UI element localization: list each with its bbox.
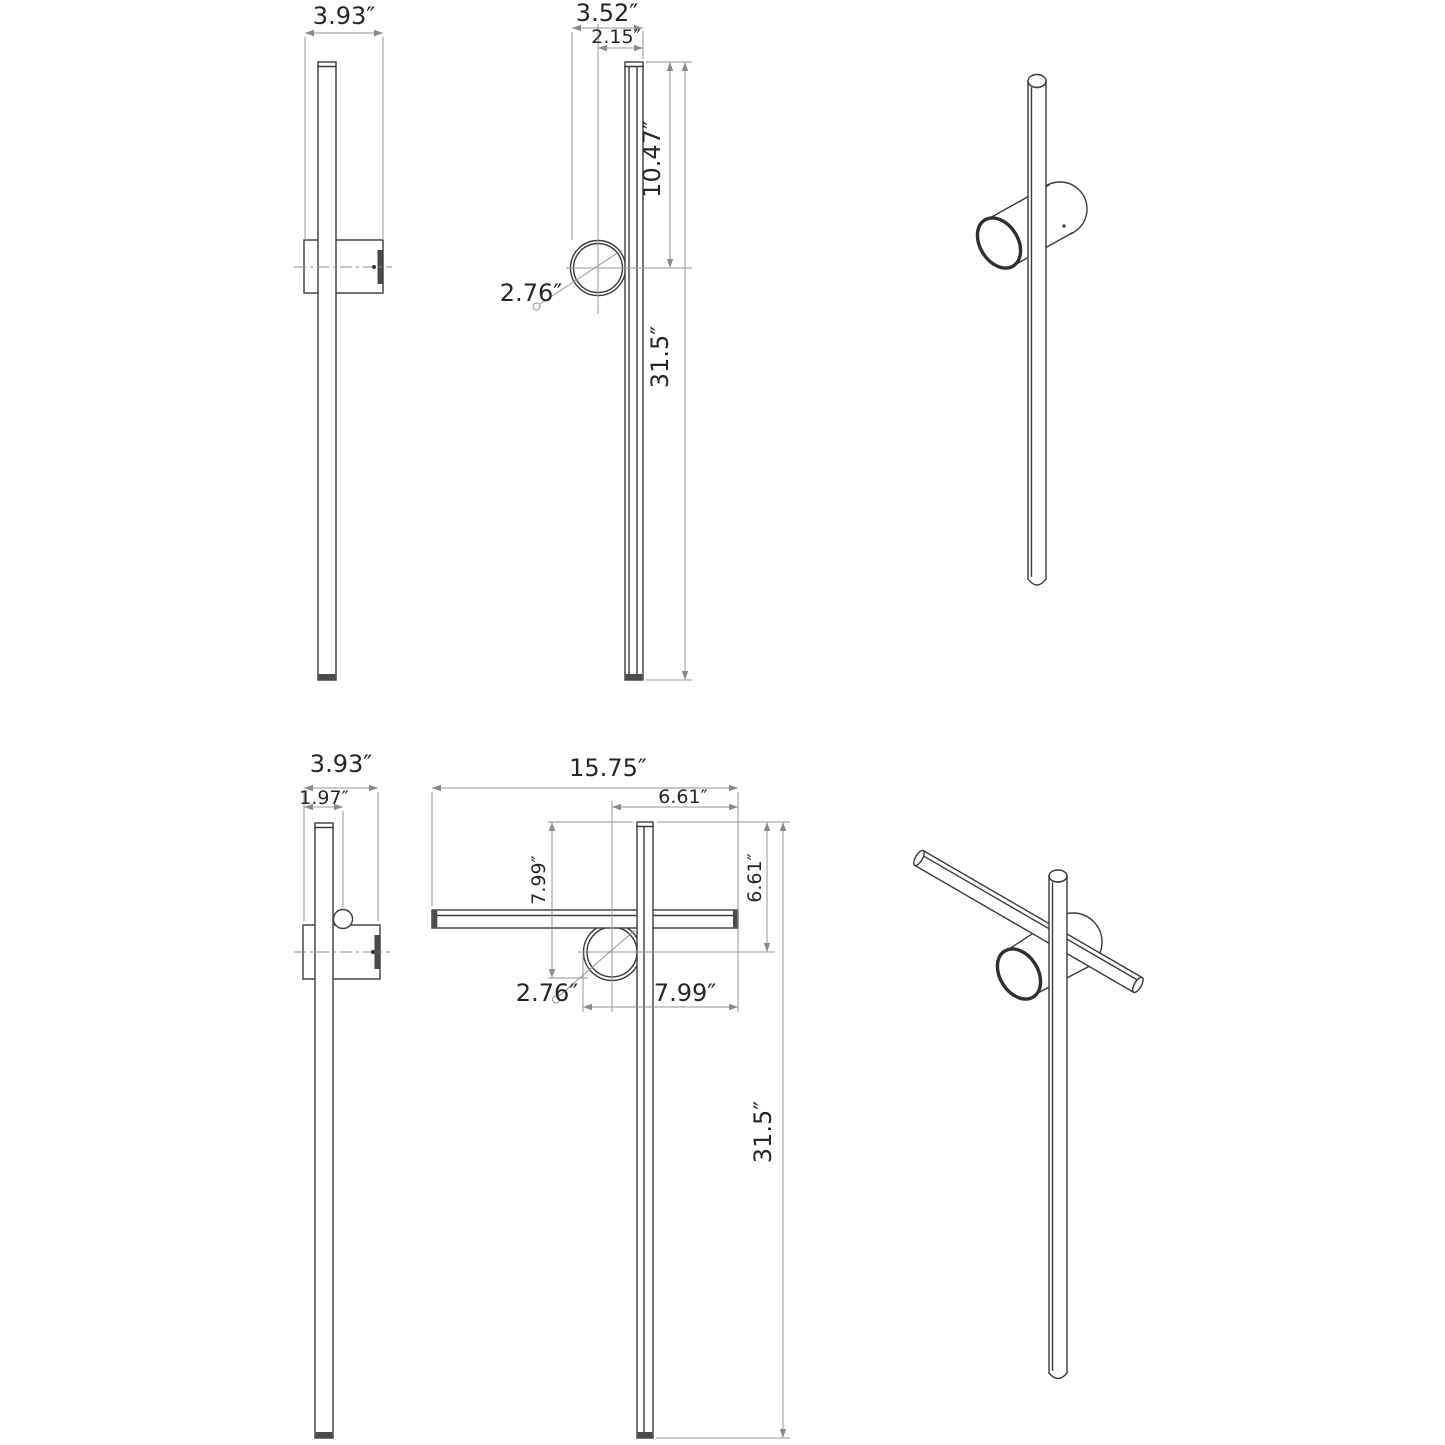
- cross-bar-end-on: [332, 908, 354, 930]
- dim-label-width: 3.93″: [313, 2, 375, 30]
- dim-label-bar-length: 31.5″: [646, 326, 674, 388]
- single-side-dimensions: 3.93″: [304, 2, 384, 240]
- single-front-geometry: [569, 61, 644, 681]
- iso-diagonal-bar: [913, 849, 1144, 994]
- bar-end-cap: [625, 674, 643, 680]
- dim-label-center-to-right: 6.61″: [658, 786, 707, 808]
- dim-label-depth: 3.52″: [576, 0, 638, 27]
- view-single-iso: [975, 73, 1088, 586]
- dim-label-canopy-diameter: 2.76″: [500, 279, 562, 307]
- cross-side-geometry: [294, 822, 390, 1439]
- view-single-front: 3.52″ 2.15″ 10.47″ 31.5″ 2.76″: [500, 0, 692, 681]
- dim-label-canopy-diameter: 2.76″: [516, 979, 578, 1007]
- light-bar-side: [314, 822, 334, 1439]
- rod-bottom-cap: [1048, 1372, 1068, 1380]
- dim-label-bar-offset: 1.97″: [299, 787, 348, 809]
- bar-end-cap: [318, 674, 336, 680]
- dim-label-top-to-canopy: 10.47″: [638, 120, 666, 198]
- light-bar-side: [317, 61, 337, 681]
- diagonal-bar-right-cap: [1131, 976, 1144, 994]
- dim-label-total-width: 15.75″: [569, 754, 647, 782]
- canopy-diameter-leader: [558, 929, 636, 997]
- iso-rod: [1048, 869, 1068, 1380]
- view-cross-side: 3.93″ 1.97″: [294, 750, 390, 1439]
- single-side-geometry: [294, 61, 392, 681]
- view-cross-iso: [913, 849, 1144, 1380]
- view-cross-front: 15.75″ 6.61″ 7.99″ 6.61″ 2.76″: [431, 754, 790, 1439]
- v-bar-end-cap: [637, 1432, 653, 1438]
- dim-label-top-to-canopy-bottom: 7.99″: [528, 855, 550, 904]
- dim-label-width: 3.93″: [310, 750, 372, 778]
- dim-label-canopy-to-right: 7.99″: [654, 979, 716, 1007]
- mount-cylinder-edge-shade: [374, 935, 380, 969]
- rod-bottom-cap: [1027, 578, 1047, 586]
- cross-front-dimensions: 15.75″ 6.61″ 7.99″ 6.61″ 2.76″: [431, 754, 790, 1439]
- horizontal-light-bar: [431, 909, 739, 929]
- dim-label-canopy-offset: 2.15″: [591, 26, 640, 48]
- canopy-front-rim: [975, 216, 1023, 270]
- cross-front-geometry: [431, 821, 739, 1439]
- h-bar-left-cap: [432, 910, 438, 928]
- bar-end-cap: [315, 1432, 333, 1438]
- dim-label-top-to-center: 6.61″: [744, 853, 766, 902]
- iso-rod: [1027, 73, 1047, 586]
- h-bar-right-cap: [733, 910, 738, 928]
- view-single-side: 3.93″: [294, 2, 392, 681]
- canopy-front-rim: [995, 947, 1043, 1001]
- single-front-dimensions: 3.52″ 2.15″ 10.47″ 31.5″ 2.76″: [500, 0, 692, 681]
- cross-side-dimensions: 3.93″ 1.97″: [299, 750, 379, 921]
- canopy-diameter-leader: [539, 249, 623, 305]
- vertical-light-bar: [636, 821, 654, 1439]
- dim-label-bar-length: 31.5″: [749, 1101, 777, 1163]
- diagonal-bar-left-cap: [913, 849, 925, 867]
